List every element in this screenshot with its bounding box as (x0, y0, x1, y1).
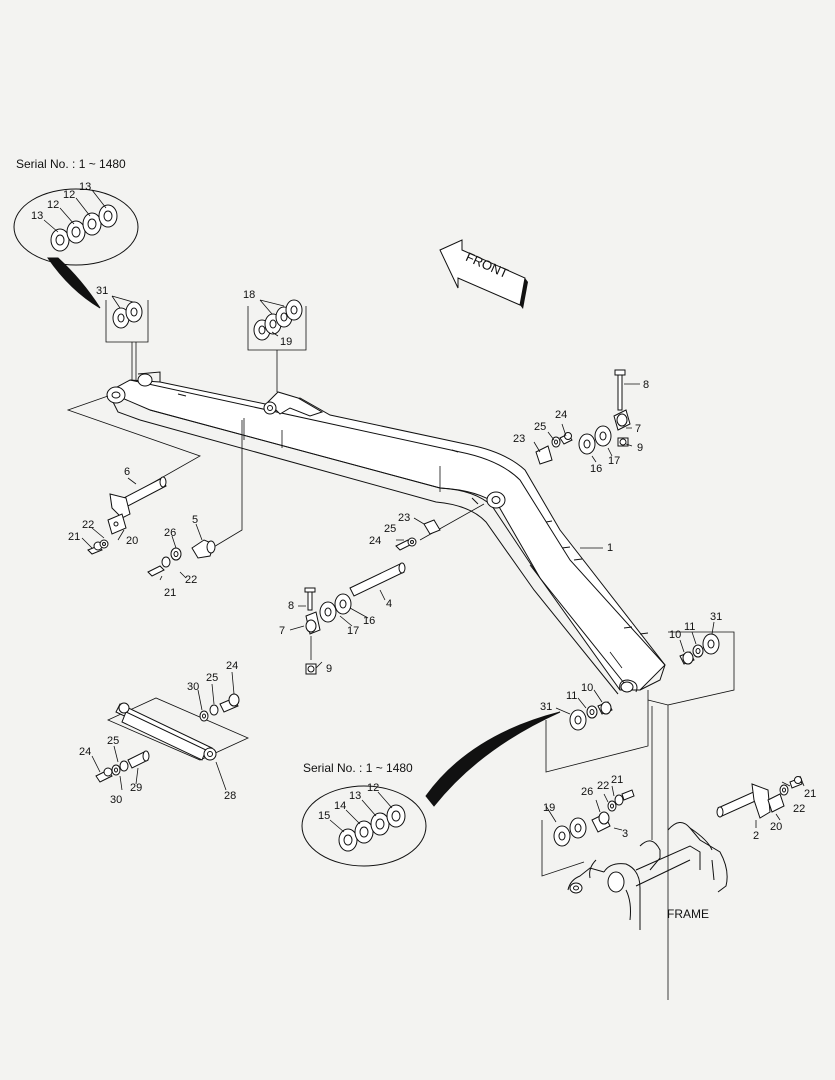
label-24-mid: 24 (369, 535, 381, 547)
label-30-cyl-bot: 30 (110, 794, 122, 806)
label-16-top: 16 (590, 463, 602, 475)
label-5: 5 (192, 514, 198, 526)
label-20-right: 20 (770, 821, 782, 833)
label-24-top: 24 (555, 409, 567, 421)
top-right-hardware (533, 369, 640, 465)
label-21-mid: 21 (164, 587, 176, 599)
label-31-lower: 31 (540, 701, 552, 713)
boom (106, 371, 666, 695)
label-7-top: 7 (635, 423, 641, 435)
label-13c: 13 (349, 790, 361, 802)
label-22-bottom: 22 (597, 780, 609, 792)
label-29: 29 (130, 782, 142, 794)
label-11-lower: 11 (566, 690, 577, 702)
label-22-right: 22 (793, 803, 805, 815)
label-28: 28 (224, 790, 236, 802)
label-9-mid: 9 (326, 663, 332, 675)
label-13a: 13 (31, 210, 43, 222)
label-24-cyl-bot: 24 (79, 746, 91, 758)
pin-5-group (147, 523, 216, 581)
label-2: 2 (753, 830, 759, 842)
cylinder-28-group (91, 671, 249, 791)
label-15: 15 (318, 810, 330, 822)
label-25-cyl-bot: 25 (107, 735, 119, 747)
frame (541, 706, 805, 930)
label-3: 3 (622, 828, 628, 840)
label-31-top: 31 (96, 285, 108, 297)
label-18: 18 (243, 289, 255, 301)
label-19-top: 19 (280, 336, 292, 348)
label-12c: 12 (367, 782, 379, 794)
label-1: 1 (607, 542, 613, 554)
label-7-mid: 7 (279, 625, 285, 637)
label-26-left: 26 (164, 527, 176, 539)
label-19-bottom: 19 (543, 802, 555, 814)
serial-inset-bottom (301, 711, 561, 867)
label-12a: 12 (47, 199, 59, 211)
washers-18-19 (247, 299, 307, 392)
label-9-top: 9 (637, 442, 643, 454)
label-21-left: 21 (68, 531, 80, 543)
label-4: 4 (386, 598, 392, 610)
label-23-mid: 23 (398, 512, 410, 524)
label-21-bottom: 21 (611, 774, 623, 786)
right-washer-box (667, 621, 735, 1000)
pin-6-group (81, 476, 167, 555)
label-22-left: 22 (82, 519, 94, 531)
label-24-cyl-top: 24 (226, 660, 238, 672)
label-25-top: 25 (534, 421, 546, 433)
serial-caption-bottom: Serial No. : 1 ~ 1480 (303, 761, 413, 775)
frame-label: FRAME (667, 907, 709, 921)
front-arrow-icon (439, 239, 528, 309)
label-20-left: 20 (126, 535, 138, 547)
label-11-right: 11 (684, 621, 695, 633)
washer-31-top (105, 295, 149, 384)
label-17-top: 17 (608, 455, 620, 467)
label-10-right: 10 (669, 629, 681, 641)
label-26-bottom: 26 (581, 786, 593, 798)
leader-rear-pin (66, 395, 201, 491)
label-22-mid: 22 (185, 574, 197, 586)
label-12b: 12 (63, 189, 75, 201)
label-16-mid: 16 (363, 615, 375, 627)
label-17-mid: 17 (347, 625, 359, 637)
label-13b: 13 (79, 181, 91, 193)
label-25-mid: 25 (384, 523, 396, 535)
label-6: 6 (124, 466, 130, 478)
leader-pin-5 (211, 420, 243, 549)
serial-inset-top (13, 188, 139, 309)
label-21-right: 21 (804, 788, 816, 800)
label-8-top: 8 (643, 379, 649, 391)
serial-caption-top: Serial No. : 1 ~ 1480 (16, 157, 126, 171)
label-8-mid: 8 (288, 600, 294, 612)
lower-washer-box (545, 689, 669, 773)
label-14: 14 (334, 800, 346, 812)
label-31-right: 31 (710, 611, 722, 623)
label-25-cyl-top: 25 (206, 672, 218, 684)
pin-4-group (289, 517, 441, 675)
label-23-top: 23 (513, 433, 525, 445)
label-10-lower: 10 (581, 682, 593, 694)
label-30-cyl-top: 30 (187, 681, 199, 693)
